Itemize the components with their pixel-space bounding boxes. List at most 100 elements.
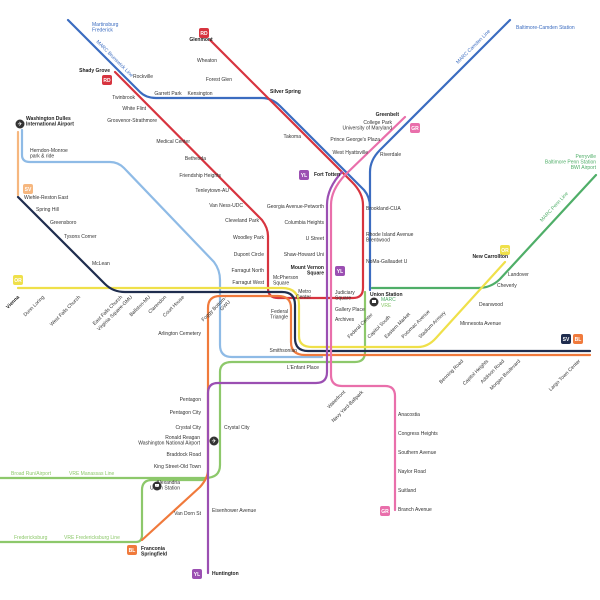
- station-label[interactable]: Cleveland Park: [225, 218, 259, 224]
- station-label[interactable]: Twinbrook: [112, 95, 135, 101]
- yellow-line[interactable]: [206, 170, 344, 575]
- station-label[interactable]: Georgia Avenue-Petworth: [267, 204, 324, 210]
- vre-manassas-line[interactable]: [0, 290, 367, 480]
- station-label[interactable]: Naylor Road: [398, 469, 426, 475]
- rail-station-icon: [369, 297, 379, 307]
- station-label[interactable]: Anacostia: [398, 412, 420, 418]
- station-label[interactable]: Smithsonian: [269, 348, 297, 354]
- station-label[interactable]: Tenleytown-AU: [195, 188, 229, 194]
- marc-camden-line[interactable]: [368, 18, 512, 209]
- station-label[interactable]: Prince George's Plaza: [330, 137, 380, 143]
- station-label[interactable]: Shaw-Howard Uni: [284, 252, 324, 258]
- orange-line[interactable]: [16, 260, 507, 349]
- station-label[interactable]: Benning Road: [438, 358, 465, 385]
- station-label[interactable]: Grosvenor-Strathmore: [107, 118, 157, 124]
- station-label[interactable]: Pentagon City: [170, 410, 202, 416]
- station-label[interactable]: Brookland-CUA: [366, 206, 401, 212]
- station-label[interactable]: Foggy Bottom-GWU: [201, 295, 233, 327]
- station-label[interactable]: Cheverly: [497, 283, 517, 289]
- station-label[interactable]: Navy Yard-Ballpark: [331, 389, 366, 424]
- airport-icon: ✈: [15, 119, 25, 129]
- station-label[interactable]: Union Station: [370, 292, 403, 298]
- station-label[interactable]: Takoma: [283, 134, 301, 140]
- station-label[interactable]: McLean: [92, 261, 110, 267]
- station-label[interactable]: Deanwood: [479, 302, 503, 308]
- line-badge-sv: SV: [561, 334, 571, 344]
- green-line[interactable]: [329, 115, 407, 512]
- station-label[interactable]: Greenbelt: [376, 112, 400, 118]
- station-label[interactable]: Crystal City: [175, 425, 201, 431]
- station-label[interactable]: Wheaton: [197, 58, 217, 64]
- station-label[interactable]: Pentagon: [180, 397, 202, 403]
- station-label[interactable]: Kensington: [187, 91, 212, 97]
- station-label[interactable]: Silver Spring: [270, 89, 301, 95]
- station-label[interactable]: Largo Town Center: [548, 358, 582, 392]
- station-label[interactable]: Tysons Corner: [64, 234, 97, 240]
- station-label[interactable]: Morgan Boulevard: [489, 358, 522, 391]
- vre-fredericksburg-line[interactable]: [0, 478, 207, 544]
- station-label[interactable]: Garrett Park: [154, 91, 182, 97]
- station-label[interactable]: L'Enfant Place: [287, 365, 319, 371]
- station-label[interactable]: Arlington Cemetery: [158, 331, 201, 337]
- station-label[interactable]: U Street: [306, 236, 325, 242]
- station-label[interactable]: Columbia Heights: [285, 220, 325, 226]
- station-label[interactable]: Riverdale: [380, 152, 401, 158]
- station-label[interactable]: Archives: [335, 317, 355, 323]
- station-label[interactable]: Forest Glen: [206, 77, 232, 83]
- union-marc-label: MARC: [381, 297, 396, 303]
- station-label[interactable]: West Hyattsville: [333, 150, 369, 156]
- station-label[interactable]: Van Dorn St: [174, 511, 201, 517]
- station-label[interactable]: Shady Grove: [79, 68, 110, 74]
- station-label[interactable]: Glenmont: [189, 37, 213, 43]
- station-label[interactable]: Farragut West: [232, 280, 264, 286]
- light-blue-line[interactable]: [20, 128, 324, 359]
- station-label[interactable]: Crystal City: [224, 425, 250, 431]
- badge-label: YL: [194, 572, 200, 578]
- station-label[interactable]: Braddock Road: [167, 452, 202, 458]
- station-label[interactable]: Minnesota Avenue: [460, 321, 501, 327]
- station-label[interactable]: Fort Totten: [314, 172, 340, 178]
- station-label[interactable]: Greensboro: [50, 220, 77, 226]
- station-label[interactable]: Eisenhower Avenue: [212, 508, 256, 514]
- station-label[interactable]: NoMa-Gallaudet U: [366, 259, 408, 265]
- station-label[interactable]: White Flint: [122, 106, 146, 112]
- marc-penn-line[interactable]: [370, 173, 598, 290]
- station-label[interactable]: Suitland: [398, 488, 416, 494]
- silver-line[interactable]: [16, 195, 592, 353]
- station-label[interactable]: Spring Hill: [36, 207, 59, 213]
- station-label[interactable]: Gallery Place: [335, 307, 365, 313]
- station-label[interactable]: King Street-Old Town: [154, 464, 201, 470]
- station-label[interactable]: Southern Avenue: [398, 450, 436, 456]
- station-label[interactable]: Woodley Park: [233, 235, 265, 241]
- station-label[interactable]: Wiehle-Reston East: [24, 195, 69, 201]
- station-label[interactable]: Vienna: [5, 294, 21, 310]
- station-label[interactable]: Van Ness-UDC: [209, 203, 243, 209]
- station-label[interactable]: Bethesda: [185, 156, 206, 162]
- station-label[interactable]: Rockville: [133, 74, 153, 80]
- station-label[interactable]: Branch Avenue: [398, 507, 432, 513]
- station-label[interactable]: Dunn Loring: [22, 294, 46, 318]
- red-line[interactable]: [113, 38, 365, 300]
- station-label[interactable]: Farragut North: [231, 268, 264, 274]
- station-label[interactable]: Dupont Circle: [234, 252, 265, 258]
- station-label[interactable]: Friendship Heights: [179, 173, 221, 179]
- station-label[interactable]: West Falls Church: [49, 294, 82, 327]
- station-label[interactable]: New Carrollton: [472, 254, 508, 260]
- station-label[interactable]: Congress Heights: [398, 431, 438, 437]
- station-label[interactable]: Medical Center: [156, 139, 190, 145]
- station-label[interactable]: Landover: [508, 272, 529, 278]
- station-label[interactable]: Huntington: [212, 571, 239, 577]
